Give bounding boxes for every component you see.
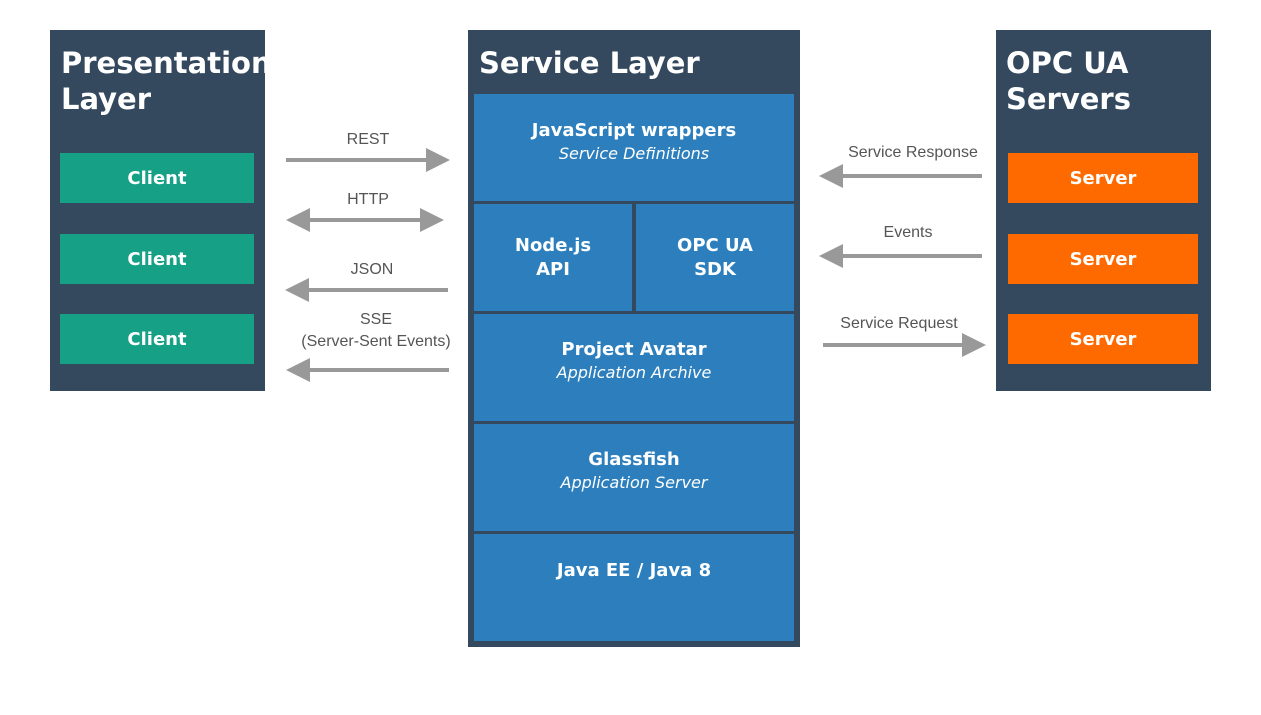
opc-ua-servers-panel: OPC UA Servers Server Server Server	[996, 30, 1211, 391]
project-avatar-title: Project Avatar	[561, 339, 707, 360]
javascript-wrappers-subtitle: Service Definitions	[558, 144, 710, 163]
project-avatar-cell: Project Avatar Application Archive	[474, 314, 794, 421]
javascript-wrappers-cell: JavaScript wrappers Service Definitions	[474, 94, 794, 201]
sse-full-label: (Server-Sent Events)	[301, 333, 451, 350]
client-box-3: Client	[60, 314, 254, 364]
service-layer-panel: Service Layer JavaScript wrappers Servic…	[468, 30, 800, 647]
service-response-label: Service Response	[848, 144, 978, 161]
java-ee-title: Java EE / Java 8	[556, 560, 712, 581]
events-label: Events	[883, 224, 933, 241]
server-box-1: Server	[1008, 153, 1198, 203]
opc-ua-sdk-title: OPC UA SDK	[677, 235, 753, 280]
service-request-label: Service Request	[840, 315, 958, 332]
rest-label: REST	[346, 131, 390, 148]
presentation-layer-title: Presentation Layer	[61, 46, 272, 116]
glassfish-cell: Glassfish Application Server	[474, 424, 794, 531]
glassfish-subtitle: Application Server	[560, 473, 708, 492]
opc-ua-servers-title: OPC UA Servers	[1006, 46, 1131, 116]
http-label: HTTP	[347, 191, 389, 208]
nodejs-api-title: Node.js API	[514, 235, 592, 280]
presentation-layer-panel: Presentation Layer Client Client Client	[50, 30, 272, 391]
service-layer-title: Service Layer	[479, 46, 700, 80]
server-box-2: Server	[1008, 234, 1198, 284]
project-avatar-subtitle: Application Archive	[556, 363, 712, 382]
client-box-2: Client	[60, 234, 254, 284]
json-label: JSON	[350, 261, 394, 278]
java-ee-cell: Java EE / Java 8	[474, 534, 794, 641]
server-box-3: Server	[1008, 314, 1198, 364]
sse-label: SSE	[359, 311, 392, 328]
opc-ua-sdk-cell: OPC UA SDK	[636, 204, 794, 311]
javascript-wrappers-title: JavaScript wrappers	[531, 120, 737, 141]
client-box-1: Client	[60, 153, 254, 203]
glassfish-title: Glassfish	[588, 449, 680, 470]
nodejs-api-cell: Node.js API	[474, 204, 632, 311]
